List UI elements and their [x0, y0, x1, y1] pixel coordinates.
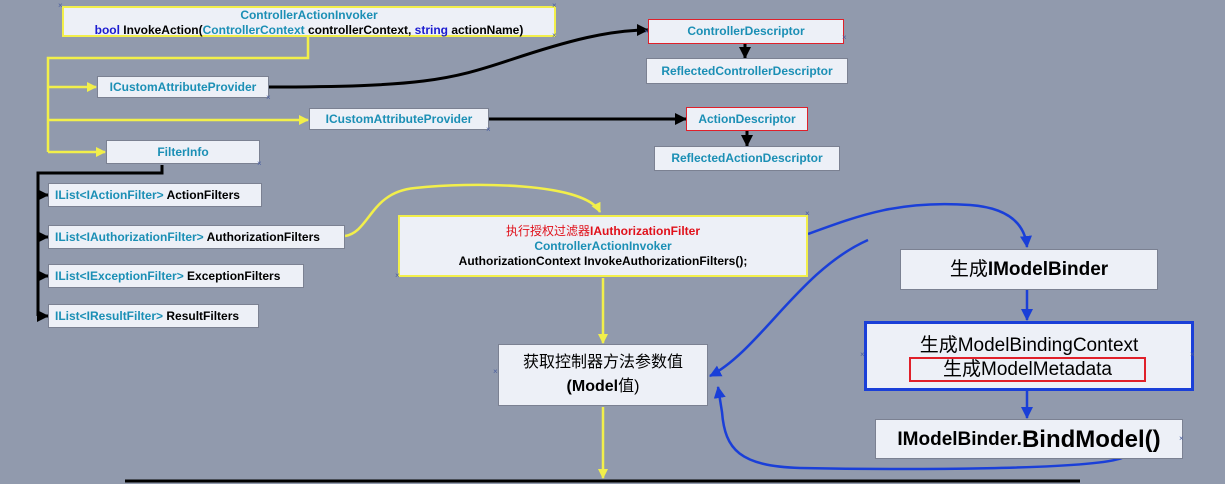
action-descriptor-label: ActionDescriptor — [698, 111, 796, 126]
filter-item-result: IList<IResultFilter> ResultFilters — [48, 304, 259, 328]
filter-name: AuthorizationFilters — [203, 229, 320, 244]
handle-mark: × — [58, 1, 63, 10]
handle-mark: × — [486, 125, 491, 134]
get-parameters-line-1: 获取控制器方法参数值 — [522, 354, 683, 371]
filter-item-action: IList<IActionFilter> ActionFilters — [48, 183, 262, 207]
get-parameters-box: 获取控制器方法参数值 (Model值) — [498, 344, 708, 406]
generate-model-binder-prefix: 生成 — [949, 259, 988, 280]
binding-context-line-1: 生成ModelBindingContext — [919, 335, 1139, 356]
auth-line-1-cn: 执行授权过滤器 — [505, 224, 590, 238]
handle-mark: × — [552, 1, 557, 10]
model-metadata-box: 生成ModelMetadata — [909, 357, 1146, 382]
get-parameters-value: 值) — [618, 378, 640, 395]
sig-context-name: controllerContext, — [304, 23, 415, 37]
action-descriptor-box: ActionDescriptor — [686, 107, 808, 131]
model-metadata-label: 生成ModelMetadata — [943, 359, 1112, 380]
binding-context-box: 生成ModelBindingContext — [864, 321, 1194, 391]
sig-method-name: InvokeAction( — [119, 23, 203, 37]
handle-mark: × — [1179, 434, 1184, 443]
filter-type: IList<IResultFilter> — [55, 308, 164, 323]
filter-type: IList<IExceptionFilter> — [55, 268, 184, 283]
handle-mark: × — [860, 350, 865, 359]
filter-name: ActionFilters — [163, 187, 240, 202]
generate-model-binder-name: IModelBinder — [987, 259, 1109, 280]
bind-model-method: BindModel() — [1021, 425, 1161, 453]
sig-string-type: string — [414, 23, 448, 37]
invoker-title: ControllerActionInvoker — [240, 8, 378, 22]
auth-line-1: 执行授权过滤器IAuthorizationFilter — [400, 224, 806, 239]
reflected-action-descriptor-box: ReflectedActionDescriptor — [654, 146, 840, 171]
sig-tail: actionName) — [448, 23, 524, 37]
controller-descriptor-label: ControllerDescriptor — [687, 24, 805, 38]
handle-mark: × — [644, 27, 649, 36]
custom-attribute-provider-label-2: ICustomAttributeProvider — [325, 111, 473, 126]
reflected-controller-descriptor-label: ReflectedControllerDescriptor — [661, 63, 833, 78]
bind-model-box: IModelBinder.BindModel() — [875, 419, 1183, 459]
handle-mark: × — [395, 271, 400, 280]
filter-type: IList<IAuthorizationFilter> — [55, 229, 204, 244]
handle-mark: × — [493, 367, 498, 376]
controller-descriptor-box: ControllerDescriptor — [648, 19, 844, 44]
filter-name: ResultFilters — [163, 308, 240, 323]
filter-info-label: FilterInfo — [157, 144, 209, 159]
handle-mark: × — [257, 159, 262, 168]
handle-mark: × — [805, 209, 810, 218]
filter-item-authorization: IList<IAuthorizationFilter> Authorizatio… — [48, 225, 345, 249]
auth-line-2: ControllerActionInvoker — [534, 239, 672, 253]
model-binding-connectors — [709, 202, 1123, 471]
handle-mark: × — [1190, 350, 1195, 359]
auth-line-1-en: IAuthorizationFilter — [590, 224, 700, 238]
invoker-box: ControllerActionInvoker bool InvokeActio… — [62, 6, 556, 37]
filter-name: ExceptionFilters — [183, 268, 281, 283]
custom-attribute-provider-label-1: ICustomAttributeProvider — [109, 79, 257, 94]
filter-type: IList<IActionFilter> — [55, 187, 164, 202]
handle-mark: × — [552, 31, 557, 40]
bind-model-prefix: IModelBinder. — [897, 428, 1022, 450]
descriptor-connectors — [36, 24, 753, 322]
authorization-filter-box: 执行授权过滤器IAuthorizationFilter ControllerAc… — [398, 215, 808, 277]
get-parameters-model: (Model — [566, 378, 619, 395]
invoker-branch-connectors — [46, 36, 608, 479]
handle-mark: × — [266, 93, 271, 102]
reflected-controller-descriptor-box: ReflectedControllerDescriptor — [646, 58, 848, 84]
filter-info-box: FilterInfo — [106, 140, 260, 164]
custom-attribute-provider-box-1: ICustomAttributeProvider — [97, 76, 269, 98]
get-parameters-line-2: (Model值) — [499, 375, 707, 399]
sig-return-type: bool — [94, 23, 120, 37]
reflected-action-descriptor-label: ReflectedActionDescriptor — [671, 151, 823, 165]
invoker-signature: bool InvokeAction(ControllerContext cont… — [64, 23, 554, 38]
sig-context-type: ControllerContext — [202, 23, 305, 37]
auth-line-3: AuthorizationContext InvokeAuthorization… — [458, 254, 748, 268]
handle-mark: × — [842, 33, 847, 42]
filter-item-exception: IList<IExceptionFilter> ExceptionFilters — [48, 264, 304, 288]
custom-attribute-provider-box-2: ICustomAttributeProvider — [309, 108, 489, 130]
